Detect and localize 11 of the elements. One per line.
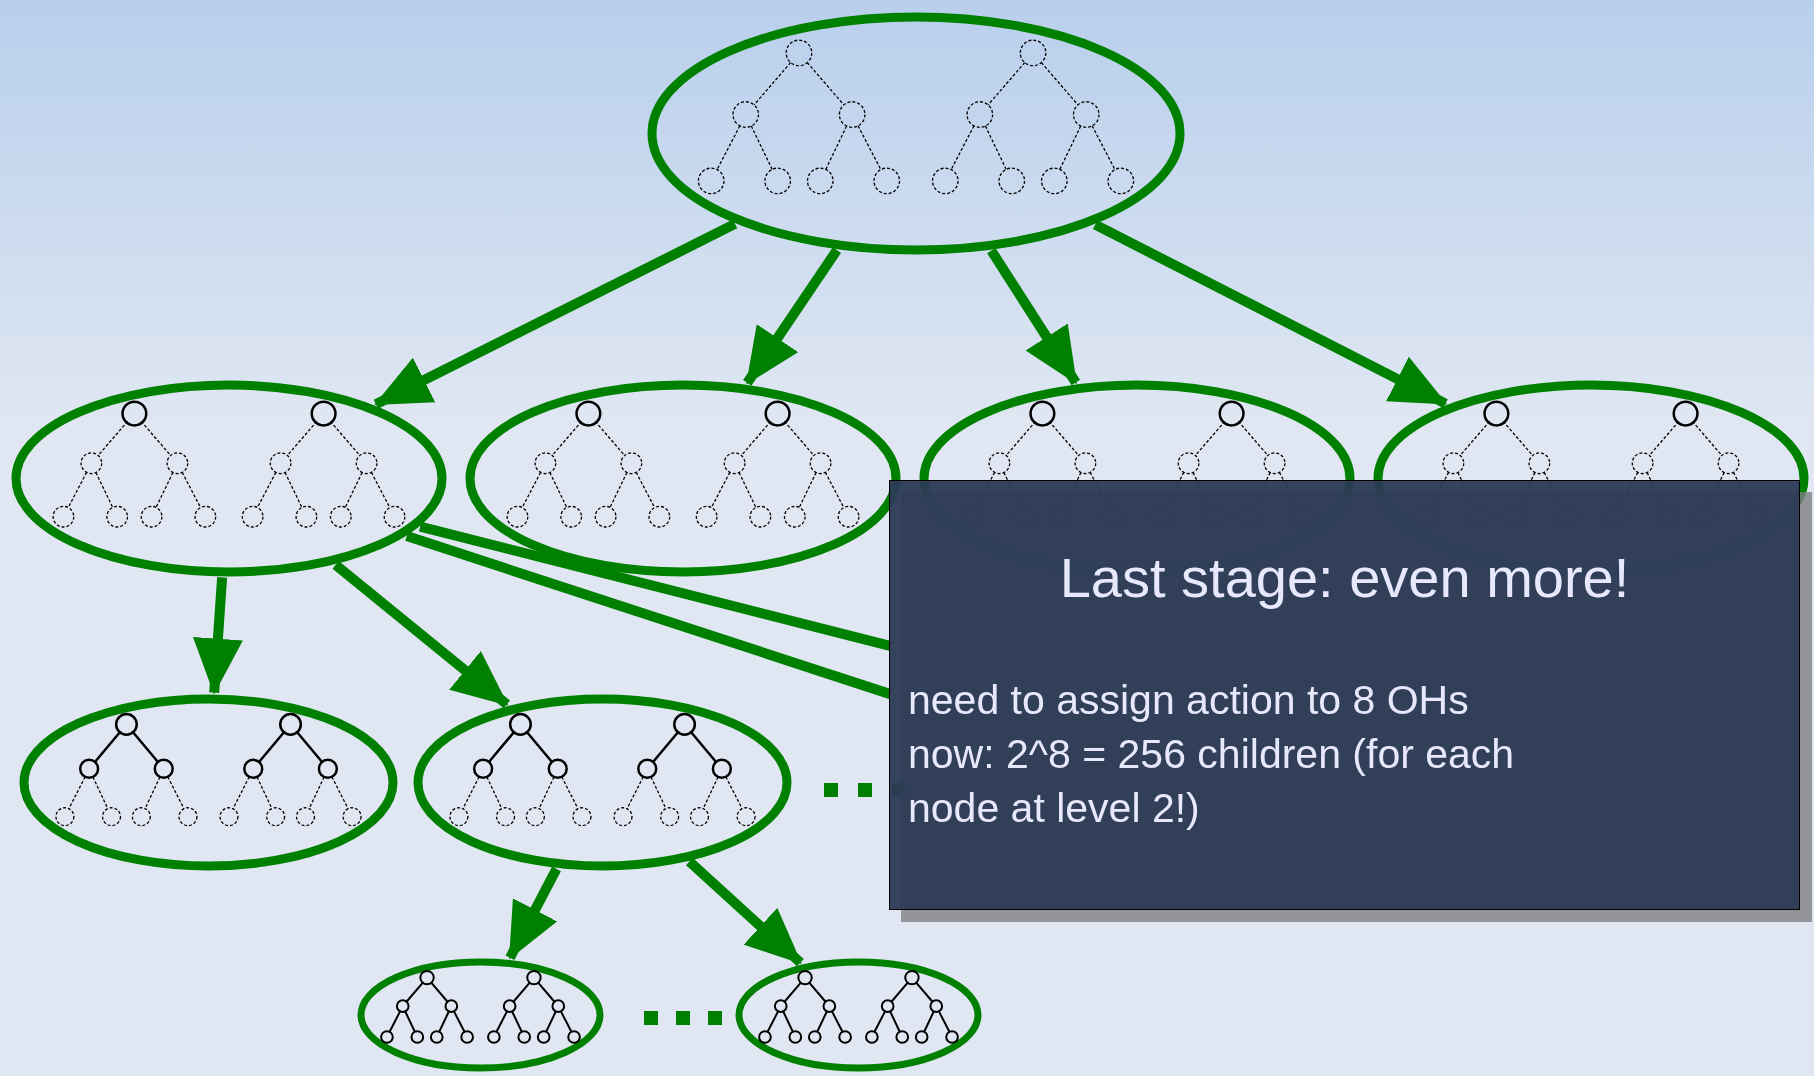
arrow — [686, 857, 804, 967]
arrow — [743, 247, 842, 386]
arrow — [1092, 220, 1448, 409]
arrow — [332, 561, 511, 709]
arrow — [373, 219, 738, 409]
panel-title: Last stage: even more! — [1058, 545, 1631, 611]
arrow — [192, 577, 243, 695]
arrow — [987, 247, 1080, 386]
arrow — [505, 866, 561, 961]
note-dialog — [889, 480, 1800, 910]
panel-text: need to assign action to 8 OHs now: 2^8 = 256 children (for each node at level 2!) — [908, 676, 1516, 833]
